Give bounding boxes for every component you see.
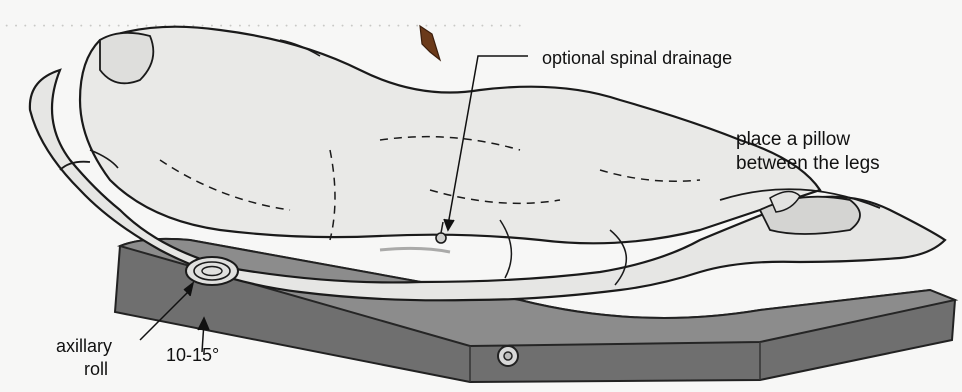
pillow-label-line-1: place a pillow: [736, 129, 850, 150]
axillary-roll-label-line-2: roll: [84, 359, 108, 379]
axillary-roll-label-line-1: axillary: [56, 336, 112, 356]
cursor-mark-icon: [420, 26, 440, 60]
pillow-label-line-2: between the legs: [736, 153, 880, 174]
axillary-roll: [186, 257, 238, 285]
tilt-angle-label: 10-15°: [166, 345, 219, 365]
optional-spinal-drainage-label: optional spinal drainage: [542, 48, 732, 68]
table-hinge-knob: [498, 346, 518, 366]
